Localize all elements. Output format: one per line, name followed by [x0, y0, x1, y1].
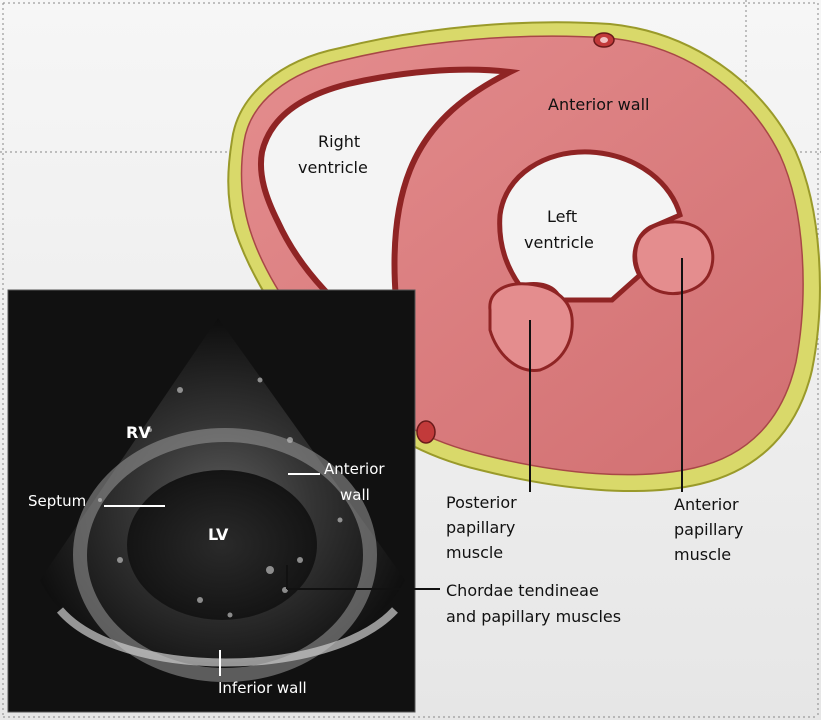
label-chordae-1: Chordae tendineae [446, 581, 599, 600]
label-left-ventricle-1: Left [547, 207, 577, 226]
lv-cavity-echo [127, 470, 317, 620]
echo-label-lv: LV [208, 525, 229, 544]
posterior-papillary-muscle-shape [488, 282, 574, 372]
heart-labels: Right ventricle Anterior wall Left ventr… [286, 95, 743, 626]
right-ventricle-cavity [258, 66, 521, 336]
echo-label-anterior-wall-1: Anterior [324, 460, 385, 478]
label-anterior-papillary-2: papillary [674, 520, 743, 539]
label-right-ventricle-2: ventricle [298, 158, 368, 177]
lv-wall-echo [73, 428, 377, 682]
label-posterior-papillary-2: papillary [446, 518, 515, 537]
label-anterior-papillary-3: muscle [674, 545, 731, 564]
inferior-wall-echo [56, 607, 398, 667]
label-posterior-papillary-1: Posterior [446, 493, 517, 512]
label-right-ventricle-1: Right [318, 132, 360, 151]
label-left-ventricle-2: ventricle [524, 233, 594, 252]
heart-illustration [227, 21, 821, 493]
echo-labels: RV LV Septum Anterior wall Inferior wall [28, 423, 385, 697]
echo-label-anterior-wall-2: wall [340, 486, 370, 504]
label-posterior-papillary-3: muscle [446, 543, 503, 562]
echo-speckles [98, 377, 343, 618]
echocardiogram-panel [7, 289, 416, 713]
echo-label-septum: Septum [28, 492, 86, 510]
label-anterior-wall: Anterior wall [548, 95, 649, 114]
echo-label-inferior-wall: Inferior wall [218, 679, 307, 697]
label-anterior-papillary-1: Anterior [674, 495, 739, 514]
anterior-papillary-muscle-shape [634, 220, 715, 295]
echo-label-rv: RV [126, 423, 151, 442]
label-chordae-2: and papillary muscles [446, 607, 621, 626]
